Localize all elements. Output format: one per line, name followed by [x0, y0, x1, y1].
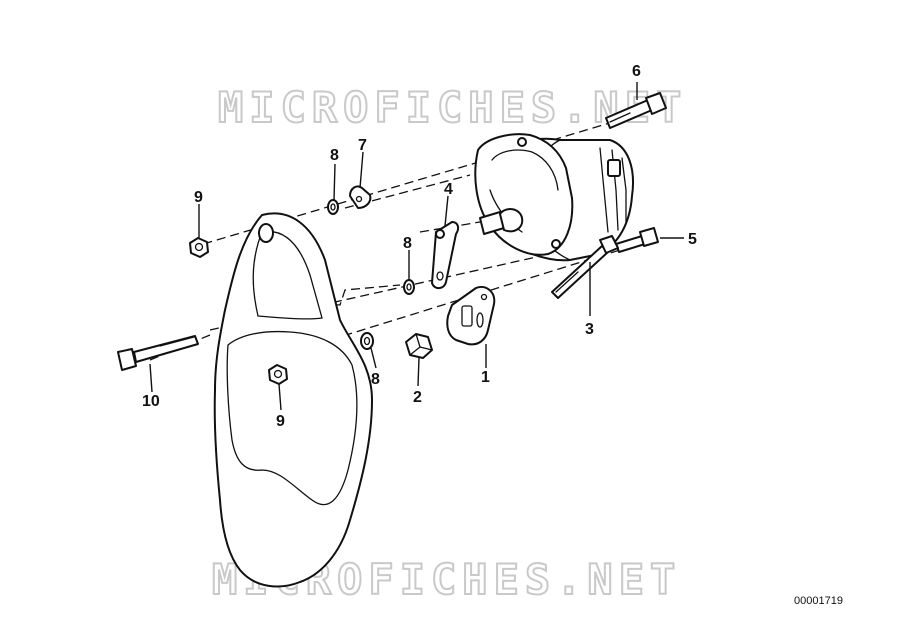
callout-4: 4 [444, 181, 453, 198]
plate-1 [446, 286, 496, 346]
document-number: 00001719 [794, 595, 843, 607]
callout-1: 1 [481, 369, 490, 386]
washer-8-middle [403, 279, 415, 295]
belt-guard-cover [213, 212, 373, 588]
bolt-5 [615, 227, 659, 253]
alternator [474, 133, 634, 262]
callouts: 6 8 7 4 9 8 5 3 1 8 2 10 9 [142, 63, 697, 430]
washer-8-lower [360, 332, 374, 350]
callout-9-upper: 9 [194, 189, 203, 206]
bracket-4 [431, 221, 460, 290]
callout-6: 6 [632, 63, 641, 80]
callout-8-middle: 8 [403, 235, 412, 252]
nut-2 [405, 333, 433, 359]
spacer-7 [349, 185, 372, 209]
callout-5: 5 [688, 231, 697, 248]
washer-8-top [327, 199, 339, 215]
bolt-6 [605, 92, 667, 129]
nut-9-lower [268, 364, 288, 385]
callout-9-lower: 9 [276, 413, 285, 430]
callout-7: 7 [358, 137, 367, 154]
bolt-3 [551, 235, 619, 299]
bolt-10 [117, 335, 199, 371]
callout-3: 3 [585, 321, 594, 338]
nut-9-upper [189, 237, 209, 258]
watermark-top: MICROFICHES.NET [218, 83, 687, 132]
callout-8-lower: 8 [371, 371, 380, 388]
leader-lines [149, 82, 684, 411]
callout-2: 2 [413, 389, 422, 406]
callout-8-top: 8 [330, 147, 339, 164]
callout-10: 10 [142, 393, 160, 410]
